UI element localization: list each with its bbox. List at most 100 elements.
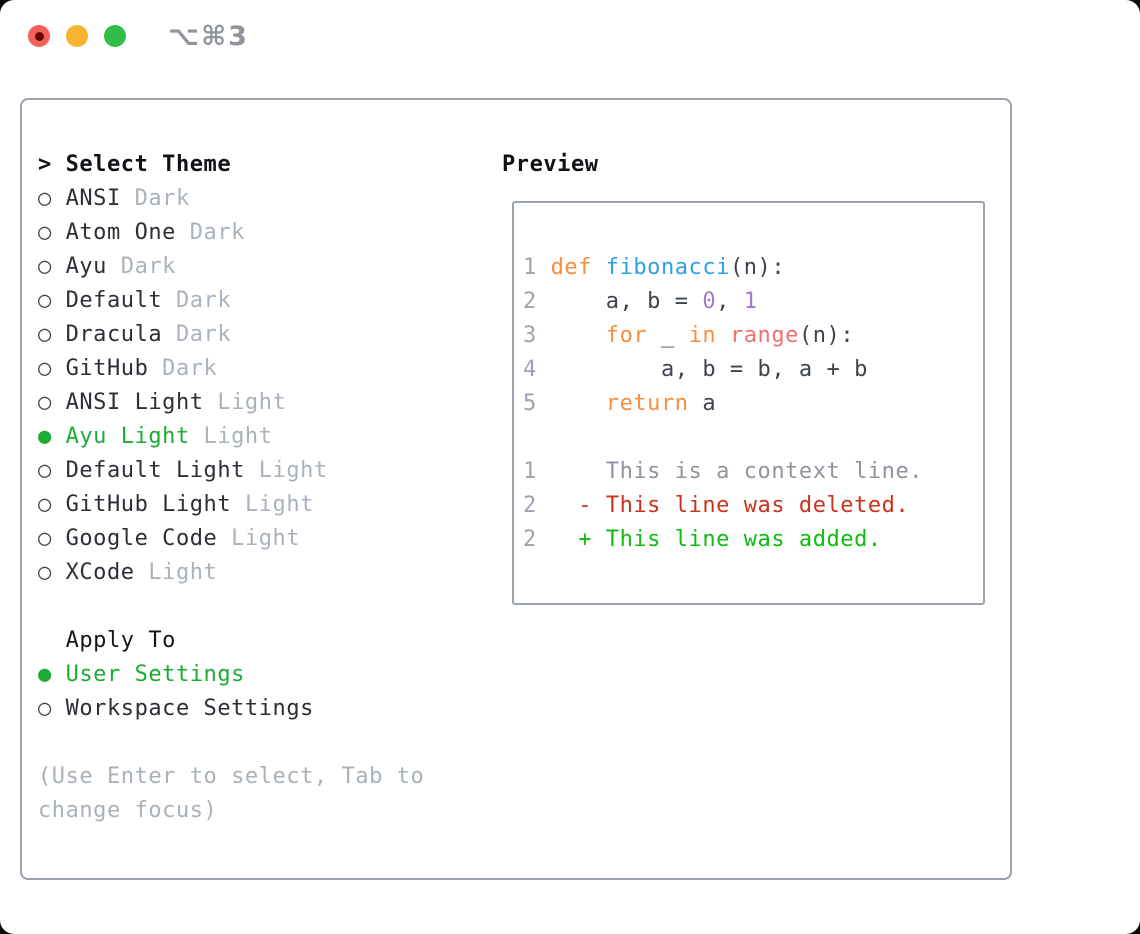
code-segment: for — [605, 323, 648, 348]
code-segment: , — [716, 289, 744, 314]
code-segment: 4 — [523, 357, 537, 382]
code-segment: _ — [647, 323, 689, 348]
code-segment — [716, 323, 730, 348]
theme-name: Default — [65, 288, 163, 313]
text-segment — [52, 220, 66, 245]
window-title-shortcut: ⌥⌘3 — [168, 21, 249, 52]
text-segment — [52, 254, 66, 279]
spacer — [38, 590, 488, 624]
theme-option-atom-one[interactable]: ○ Atom One Dark — [38, 216, 488, 250]
theme-name: Ayu Light — [65, 424, 190, 449]
text-segment — [52, 424, 66, 449]
keyboard-hint: (Use Enter to select, Tab to change focus… — [38, 760, 488, 828]
theme-variant: Dark — [189, 220, 245, 245]
code-segment: 2 — [523, 289, 537, 314]
code-segment: fibonacci — [605, 255, 730, 280]
theme-variant: Dark — [120, 254, 176, 279]
theme-option-xcode[interactable]: ○ XCode Light — [38, 556, 488, 590]
spacer — [38, 726, 488, 760]
theme-name: Google Code — [65, 526, 218, 551]
code-segment — [537, 493, 578, 518]
theme-name: ANSI Light — [65, 390, 204, 415]
text-segment — [190, 424, 204, 449]
code-segment: (n): — [798, 323, 855, 348]
apply-option-user-settings[interactable]: ● User Settings — [38, 658, 488, 692]
code-segment: range — [729, 323, 799, 348]
text-segment — [148, 356, 162, 381]
theme-name: Dracula — [65, 322, 163, 347]
text-segment — [52, 560, 66, 585]
preview-line: 1 This is a context line. — [523, 455, 975, 489]
theme-name: GitHub — [65, 356, 149, 381]
text-segment — [52, 492, 66, 517]
theme-variant: Light — [231, 526, 301, 551]
code-segment: 1 — [523, 459, 537, 484]
theme-name: Ayu — [65, 254, 107, 279]
theme-option-github[interactable]: ○ GitHub Dark — [38, 352, 488, 386]
document-edited-dot-icon — [34, 31, 44, 41]
minimize-button[interactable] — [66, 25, 88, 47]
focus-caret: > — [38, 152, 66, 177]
text-segment — [245, 458, 259, 483]
text-segment — [52, 186, 66, 211]
apply-option-workspace-settings[interactable]: ○ Workspace Settings — [38, 692, 488, 726]
theme-variant: Light — [244, 492, 314, 517]
theme-option-ansi[interactable]: ○ ANSI Dark — [38, 182, 488, 216]
code-segment: a, b = — [536, 289, 703, 314]
apply-option-label: Workspace Settings — [65, 696, 314, 721]
theme-option-google-code[interactable]: ○ Google Code Light — [38, 522, 488, 556]
theme-option-ayu-light[interactable]: ● Ayu Light Light — [38, 420, 488, 454]
text-segment — [204, 390, 218, 415]
theme-variant: Light — [148, 560, 218, 585]
radio-icon: ● — [38, 662, 52, 687]
theme-variant: Light — [203, 424, 273, 449]
code-segment: + This line was added. — [578, 527, 882, 552]
theme-name: Default Light — [65, 458, 245, 483]
theme-option-default-light[interactable]: ○ Default Light Light — [38, 454, 488, 488]
preview-line: 2 a, b = 0, 1 — [523, 285, 975, 319]
text-segment — [121, 186, 135, 211]
preview-line: 2 + This line was added. — [523, 523, 975, 557]
theme-option-ayu[interactable]: ○ Ayu Dark — [38, 250, 488, 284]
zoom-button[interactable] — [104, 25, 126, 47]
title-bar: ⌥⌘3 — [0, 0, 1140, 70]
theme-option-ansi-light[interactable]: ○ ANSI Light Light — [38, 386, 488, 420]
preview-line — [523, 421, 975, 455]
theme-variant: Dark — [162, 356, 218, 381]
text-segment — [162, 322, 176, 347]
text-segment — [231, 492, 245, 517]
preview-line: 4 a, b = b, a + b — [523, 353, 975, 387]
radio-icon: ○ — [38, 696, 52, 721]
preview-line: 3 for _ in range(n): — [523, 319, 975, 353]
code-segment: (n): — [729, 255, 786, 280]
code-segment: 2 — [523, 493, 537, 518]
text-segment — [107, 254, 121, 279]
text-segment — [162, 288, 176, 313]
apply-to-list: ● User Settings○ Workspace Settings — [38, 658, 488, 726]
select-theme-header-label: Select Theme — [65, 152, 232, 177]
theme-name: Atom One — [65, 220, 176, 245]
code-segment: 1 — [743, 289, 758, 314]
hint-line: (Use Enter to select, Tab to — [38, 764, 425, 789]
theme-option-github-light[interactable]: ○ GitHub Light Light — [38, 488, 488, 522]
code-segment: in — [688, 323, 717, 348]
code-segment: This is a context line. — [536, 459, 924, 484]
close-button[interactable] — [28, 25, 50, 47]
theme-variant: Dark — [175, 322, 232, 347]
blank-line — [523, 425, 537, 450]
radio-icon: ● — [38, 424, 52, 449]
preview-header: Preview — [502, 152, 599, 177]
preview-line: 5 return a — [523, 387, 975, 421]
theme-option-default[interactable]: ○ Default Dark — [38, 284, 488, 318]
hint-line: change focus) — [38, 798, 218, 823]
radio-icon: ○ — [38, 560, 52, 585]
preview-line: 1 def fibonacci(n): — [523, 251, 975, 285]
code-segment — [537, 391, 606, 416]
radio-icon: ○ — [38, 356, 52, 381]
code-segment: def — [550, 255, 592, 280]
radio-icon: ○ — [38, 322, 52, 347]
text-segment — [176, 220, 190, 245]
theme-option-dracula[interactable]: ○ Dracula Dark — [38, 318, 488, 352]
